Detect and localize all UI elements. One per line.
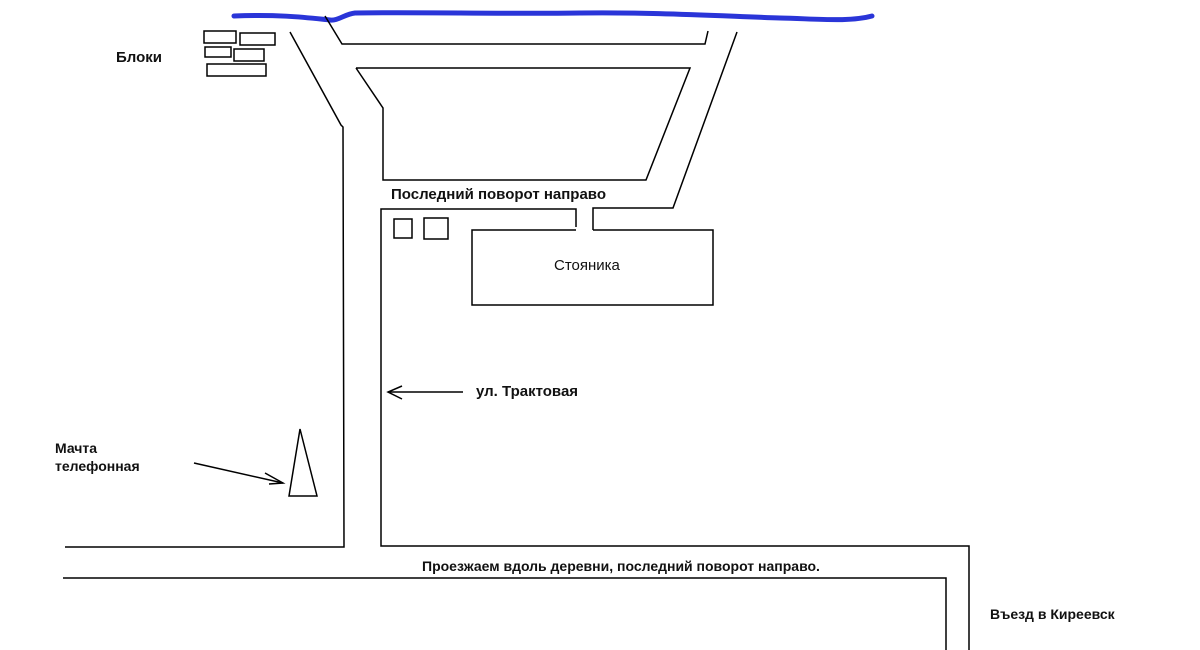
last-turn-label: Последний поворот направо — [391, 186, 606, 203]
building-square — [393, 218, 413, 239]
mast-label-line2: телефонная — [55, 458, 140, 474]
blocks-label: Блоки — [116, 49, 163, 66]
road-right-line — [592, 31, 738, 230]
road-left-outer — [65, 31, 345, 548]
street-right-line — [380, 208, 970, 650]
mast-icon — [288, 428, 318, 497]
street-arrow-icon — [386, 385, 463, 400]
river — [231, 10, 875, 23]
street-label: ул. Трактовая — [476, 383, 579, 400]
building-square — [423, 217, 449, 240]
field-block — [355, 67, 692, 181]
parking-area — [471, 229, 714, 306]
blocks-icon — [203, 30, 276, 77]
mast-arrow-icon — [193, 462, 286, 485]
main-road-lower — [63, 577, 947, 650]
road-left-inner — [324, 15, 709, 45]
drive-along-label: Проезжаем вдоль деревни, последний повор… — [422, 558, 820, 574]
mast-label-line1: Мачта — [55, 440, 98, 456]
parking-label: Стояника — [554, 257, 620, 274]
entry-label: Въезд в Киреевск — [990, 606, 1115, 622]
